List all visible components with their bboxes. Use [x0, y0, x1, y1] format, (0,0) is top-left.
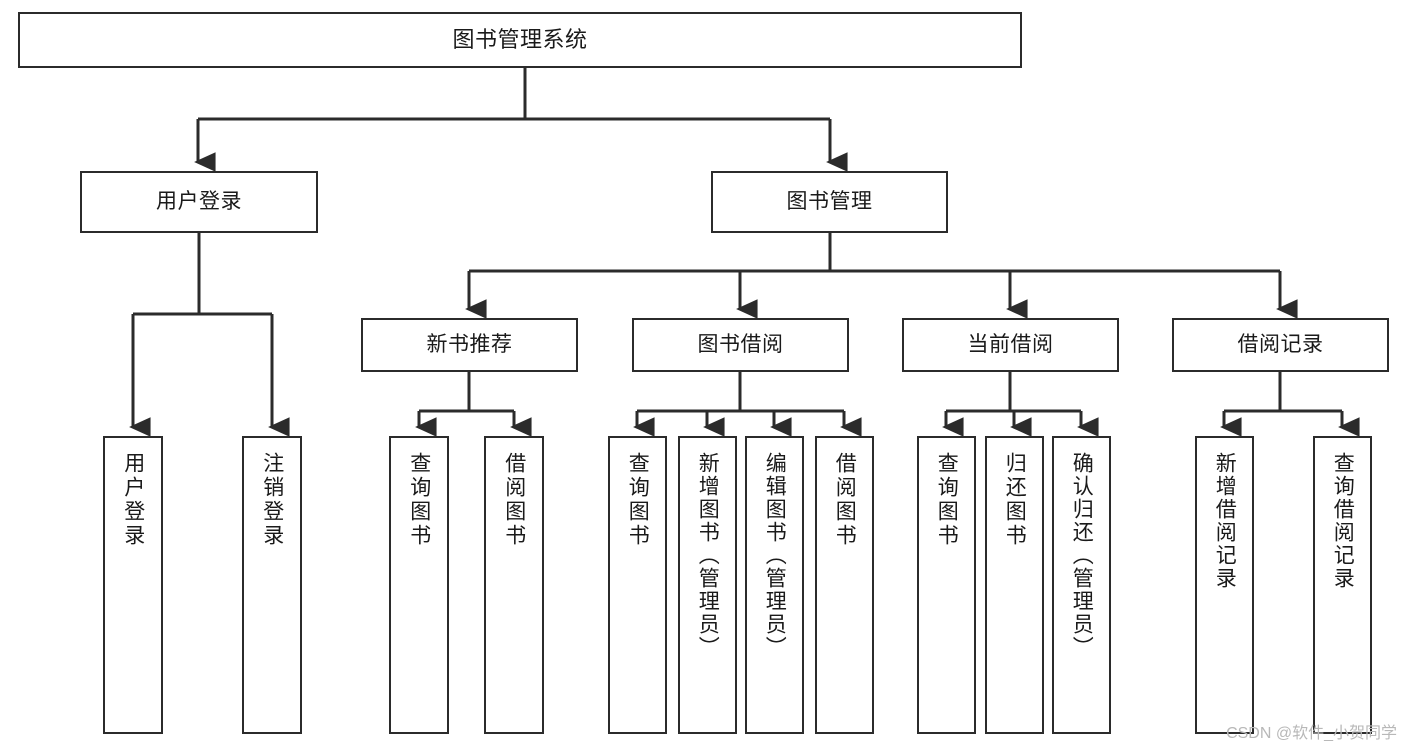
node-leaf-query-borrow-record-label: 查询借阅记录 — [1331, 452, 1355, 590]
node-leaf-logout-label: 注销登录 — [260, 452, 284, 548]
node-leaf-borrow-book-2[interactable]: 借阅图书 — [815, 436, 874, 734]
node-leaf-query-book-2-label: 查询图书 — [626, 452, 650, 548]
node-new-book-recommend-label: 新书推荐 — [426, 333, 513, 357]
node-leaf-edit-book-admin-label: 编辑图书（管理员） — [763, 452, 787, 659]
node-leaf-query-book-2[interactable]: 查询图书 — [608, 436, 667, 734]
node-leaf-borrow-book-1[interactable]: 借阅图书 — [484, 436, 544, 734]
node-borrow-record[interactable]: 借阅记录 — [1172, 318, 1389, 372]
node-leaf-return-book[interactable]: 归还图书 — [985, 436, 1044, 734]
node-leaf-edit-book-admin[interactable]: 编辑图书（管理员） — [745, 436, 804, 734]
node-leaf-user-login[interactable]: 用户登录 — [103, 436, 163, 734]
node-current-borrow-label: 当前借阅 — [967, 333, 1054, 357]
node-current-borrow[interactable]: 当前借阅 — [902, 318, 1119, 372]
node-leaf-return-book-label: 归还图书 — [1003, 452, 1027, 548]
node-leaf-user-login-label: 用户登录 — [121, 452, 145, 548]
node-leaf-query-book-3[interactable]: 查询图书 — [917, 436, 976, 734]
node-leaf-query-book-1[interactable]: 查询图书 — [389, 436, 449, 734]
node-leaf-query-book-1-label: 查询图书 — [407, 452, 431, 548]
node-leaf-add-book-admin[interactable]: 新增图书（管理员） — [678, 436, 737, 734]
node-leaf-borrow-book-1-label: 借阅图书 — [502, 452, 526, 548]
node-root[interactable]: 图书管理系统 — [18, 12, 1022, 68]
watermark-text: CSDN @软件_小贺同学 — [1226, 725, 1397, 742]
node-leaf-query-book-3-label: 查询图书 — [935, 452, 959, 548]
node-leaf-add-book-admin-label: 新增图书（管理员） — [696, 452, 720, 659]
node-leaf-add-borrow-record[interactable]: 新增借阅记录 — [1195, 436, 1254, 734]
node-root-label: 图书管理系统 — [452, 26, 588, 52]
node-new-book-recommend[interactable]: 新书推荐 — [361, 318, 578, 372]
node-book-borrow[interactable]: 图书借阅 — [632, 318, 849, 372]
node-leaf-add-borrow-record-label: 新增借阅记录 — [1213, 452, 1237, 590]
node-leaf-logout[interactable]: 注销登录 — [242, 436, 302, 734]
node-book-borrow-label: 图书借阅 — [697, 333, 784, 357]
node-user-login[interactable]: 用户登录 — [80, 171, 318, 233]
node-leaf-confirm-return-admin[interactable]: 确认归还（管理员） — [1052, 436, 1111, 734]
node-leaf-borrow-book-2-label: 借阅图书 — [833, 452, 857, 548]
node-leaf-query-borrow-record[interactable]: 查询借阅记录 — [1313, 436, 1372, 734]
node-borrow-record-label: 借阅记录 — [1237, 333, 1324, 357]
node-book-manage[interactable]: 图书管理 — [711, 171, 948, 233]
node-leaf-confirm-return-admin-label: 确认归还（管理员） — [1070, 452, 1094, 659]
node-book-manage-label: 图书管理 — [786, 190, 873, 214]
node-user-login-label: 用户登录 — [156, 190, 242, 214]
